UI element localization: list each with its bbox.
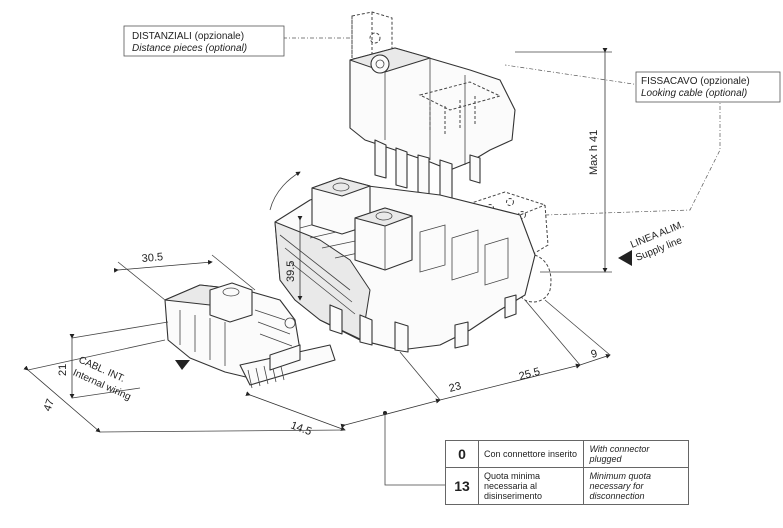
dim-25-5: 25.5 — [518, 366, 542, 383]
legend-italian: Quota minima necessaria al disinseriment… — [477, 467, 585, 505]
dim-max-height: Max h 41 — [588, 130, 600, 175]
legend-row: 13 Quota minima necessaria al disinserim… — [445, 467, 689, 505]
dim-21: 21 — [57, 364, 69, 376]
distance-piece — [351, 11, 393, 65]
fissacavo-label-en: Looking cable (optional) — [641, 88, 747, 99]
legend-row: 0 Con connettore inserito With connector… — [445, 440, 689, 468]
fissacavo-label-it: FISSACAVO (opzionale) — [641, 76, 750, 87]
internal-wiring-connector — [164, 282, 336, 389]
dim-23: 23 — [448, 380, 463, 395]
supply-line-arrow — [618, 250, 632, 266]
dim-30-5: 30.5 — [141, 251, 163, 265]
dimension-lines — [23, 48, 612, 486]
dim-39-5: 39.5 — [285, 261, 297, 282]
linea-alim-label: LINEA ALIM. Supply line — [629, 219, 686, 263]
legend-table: 0 Con connettore inserito With connector… — [445, 440, 689, 505]
dim-9: 9 — [590, 348, 599, 361]
distanziali-label-en: Distance pieces (optional) — [132, 43, 247, 54]
legend-english: With connector plugged — [583, 440, 689, 468]
distanziali-box — [123, 25, 285, 57]
distanziali-label-it: DISTANZIALI (opzionale) — [132, 31, 244, 42]
cabl-int-label: CABL. INT. Internal wiring — [71, 355, 132, 403]
fissacavo-box — [635, 71, 781, 103]
main-connector-base — [274, 177, 536, 353]
legend-italian: Con connettore inserito — [477, 440, 585, 468]
legend-english: Minimum quota necessary for disconnectio… — [583, 467, 689, 505]
dim-47: 47 — [42, 397, 57, 413]
legend-code: 13 — [445, 467, 479, 505]
dim-14-5: 14.5 — [289, 420, 313, 439]
upper-connector-body — [349, 47, 516, 201]
internal-wiring-arrow — [175, 360, 190, 370]
legend-code: 0 — [445, 440, 479, 468]
